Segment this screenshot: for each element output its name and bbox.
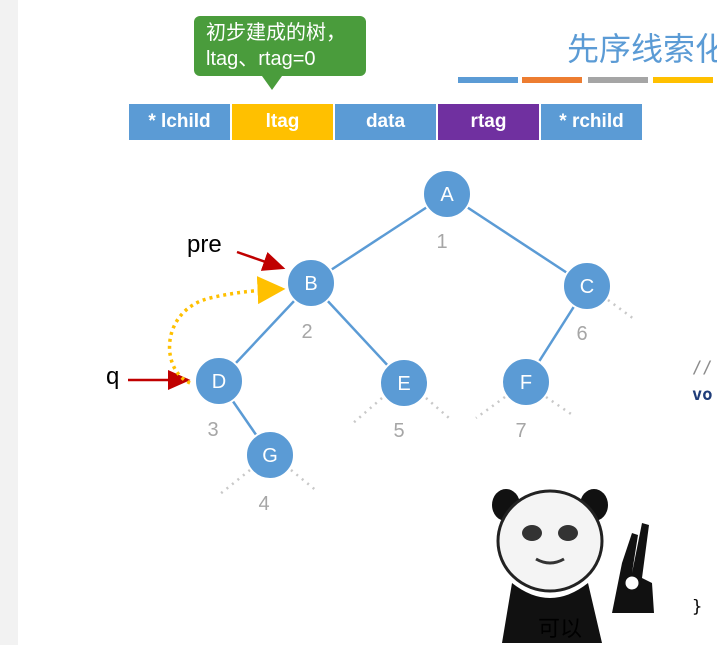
edge-A-C [446,192,588,288]
left-margin-bar [0,0,18,645]
code-comment-fragment: // [692,358,713,378]
null-link-E-left [351,397,383,425]
order-number-F: 7 [515,420,526,442]
pointer-label-pre: pre [187,231,222,258]
node-label-C: C [580,276,594,298]
order-number-A: 1 [436,231,447,253]
field-data: data [335,104,438,140]
null-link-F-left [475,395,506,420]
tree-node-E: E [379,358,429,408]
order-number-D: 3 [207,419,218,441]
tree-node-D: D [194,356,244,406]
pre-pointer-arrow [236,250,286,271]
order-number-G: 4 [258,493,269,515]
callout-bubble: 初步建成的树， ltag、rtag=0 [194,16,366,90]
slide-title: 先序线索化 [567,30,717,68]
title-rule-segment-3 [588,77,648,83]
null-link-G-left [219,469,251,495]
field-rtag: rtag [438,104,541,140]
tree-node-G: G [245,430,295,480]
order-number-B: 2 [301,321,312,343]
title-rule-segment-4 [653,77,713,83]
null-link-F-right [545,395,575,418]
edge-A-B [310,192,448,285]
null-link-G-right [290,469,319,493]
node-label-B: B [304,273,317,295]
node-label-F: F [520,372,532,394]
node-label-G: G [262,445,278,467]
panda-meme-image [492,489,654,643]
code-brace-fragment: } [692,597,703,617]
node-label-D: D [212,371,226,393]
field-lchild: * lchild [129,104,232,140]
thread-node-structure: * lchild ltag data rtag * rchild [129,104,644,140]
order-number-C: 6 [576,323,587,345]
node-label-E: E [397,373,410,395]
title-rule-segment-1 [458,77,518,83]
tree-node-A: A [422,169,472,219]
null-link-C-right [607,298,635,321]
callout-line-1: 初步建成的树， [206,22,346,44]
order-number-E: 5 [393,420,404,442]
tree-node-F: F [501,357,551,407]
code-keyword-fragment: vo [692,385,713,405]
field-ltag: ltag [232,104,335,140]
meme-caption: 可以 [538,616,583,641]
callout-line-2: ltag、rtag=0 [206,48,316,70]
tree-node-C: C [562,261,612,311]
pointer-label-q: q [106,363,119,390]
null-link-E-right [425,397,450,419]
title-rule-segment-2 [522,77,582,83]
tree-node-B: B [286,258,336,308]
callout-tail [262,76,282,90]
field-rchild: * rchild [541,104,644,140]
node-label-A: A [440,184,454,206]
